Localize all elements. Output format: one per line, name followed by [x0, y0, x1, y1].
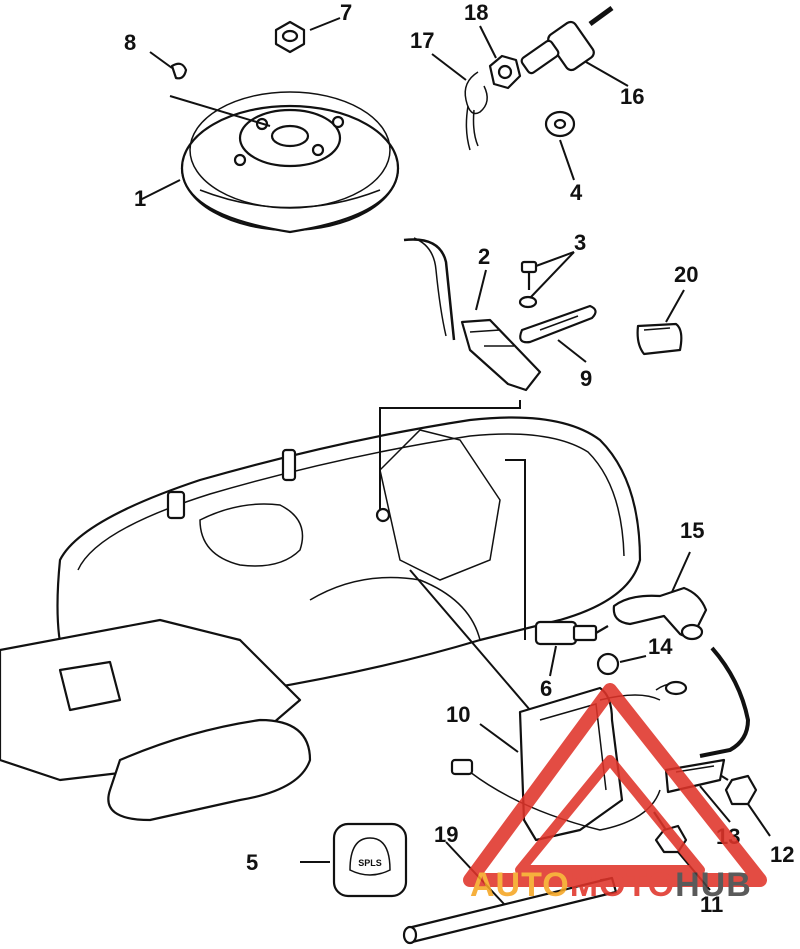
watermark-text-auto: AUTO — [470, 866, 570, 904]
part-label-8: 8 — [124, 30, 136, 55]
part-label-17: 17 — [410, 28, 434, 53]
part-label-4: 4 — [570, 180, 583, 205]
part-label-12: 12 — [770, 842, 794, 867]
watermark-triangle-icon — [463, 683, 767, 887]
wire-clip — [464, 71, 488, 151]
ignition-module — [450, 680, 688, 842]
part-label-20: 20 — [674, 262, 698, 287]
flywheel-nut — [274, 20, 306, 54]
watermark-logo: AUTOMOTOHUB — [463, 683, 767, 904]
screw-and-washer — [518, 260, 538, 309]
trigger-coil — [403, 237, 542, 392]
decal-text: SPLS — [358, 858, 382, 868]
part-label-18: 18 — [464, 0, 488, 25]
flywheel-key — [170, 62, 188, 80]
part-label-10: 10 — [446, 702, 470, 727]
part-label-16: 16 — [620, 84, 644, 109]
part-label-11: 11 — [700, 892, 723, 917]
part-label-14: 14 — [648, 634, 673, 659]
decal: SPLS — [332, 822, 408, 898]
mounting-bracket — [519, 304, 597, 344]
part-label-2: 2 — [478, 244, 490, 269]
hex-nut — [488, 54, 522, 90]
part-label-19: 19 — [434, 822, 458, 847]
connector-boot — [612, 586, 751, 758]
part-label-15: 15 — [680, 518, 704, 543]
watermark-text-moto: MOTO — [570, 866, 675, 904]
powerhead-block — [0, 416, 642, 822]
grommet — [596, 652, 620, 676]
flywheel — [180, 91, 400, 234]
svg-text:AUTOMOTOHUB: AUTOMOTOHUB — [470, 866, 752, 904]
washer — [544, 110, 576, 138]
part-label-6: 6 — [540, 676, 552, 701]
watermark-text-hub: HUB — [675, 866, 752, 904]
temperature-sensor — [534, 620, 609, 646]
part-label-5: 5 — [246, 850, 258, 875]
ignition-switch — [520, 5, 614, 75]
part-label-7: 7 — [340, 0, 352, 25]
part-label-3: 3 — [574, 230, 586, 255]
part-label-1: 1 — [134, 186, 146, 211]
shift-rod — [402, 876, 618, 945]
part-label-9: 9 — [580, 366, 592, 391]
rubber-cap — [636, 322, 683, 356]
